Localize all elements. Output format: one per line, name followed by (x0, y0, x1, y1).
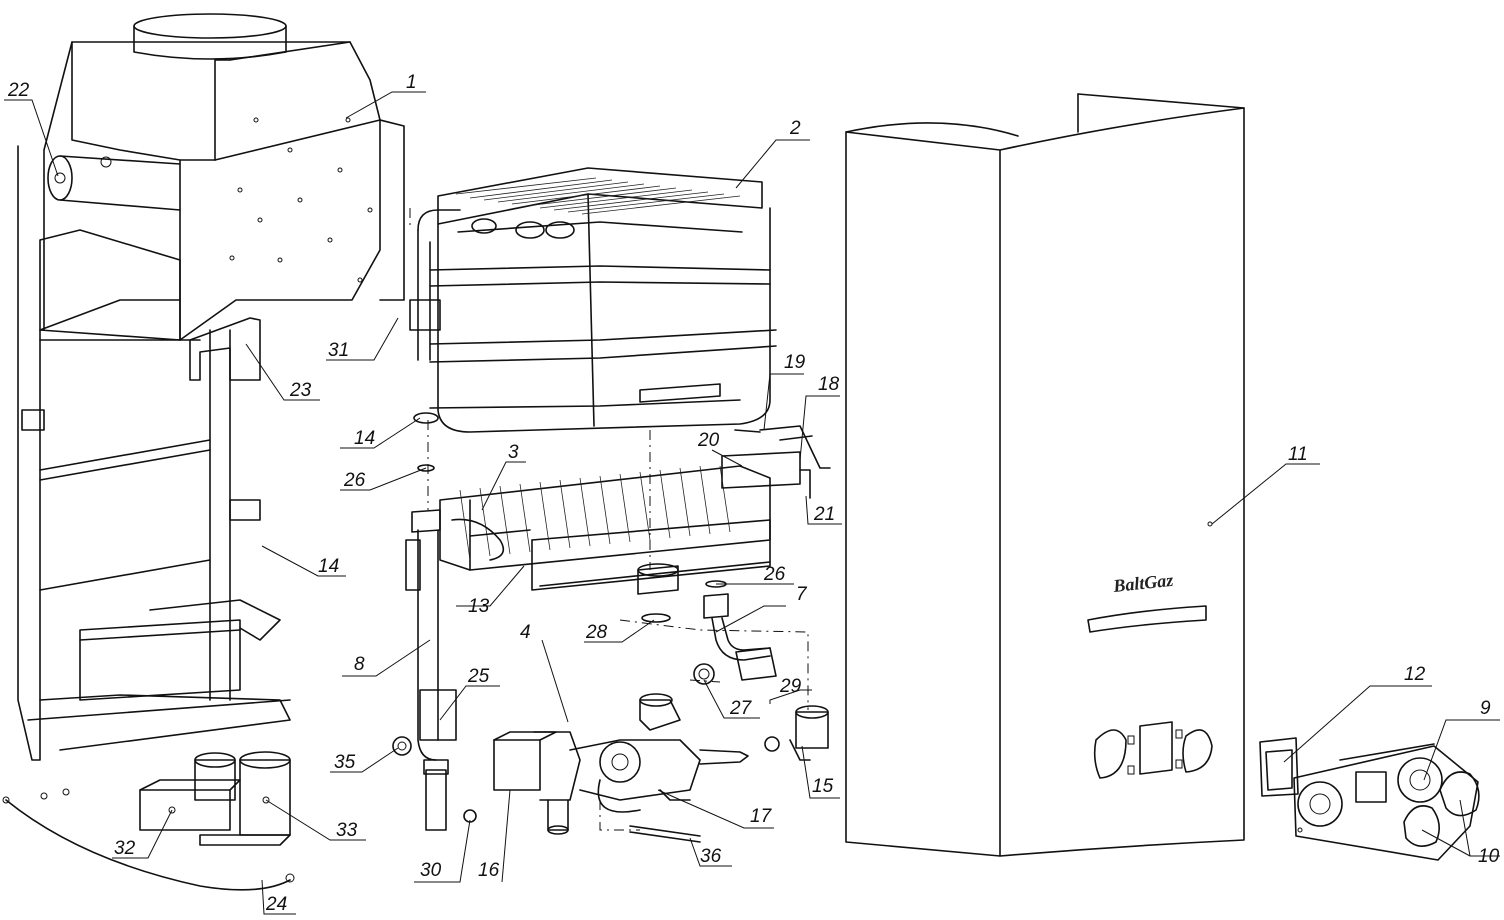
pressure-switch-assembly (139, 751, 291, 846)
part-label-3: 3 (508, 442, 519, 463)
part-label-22: 22 (7, 80, 30, 101)
heat-exchanger (409, 167, 777, 433)
part-label-24: 24 (265, 894, 287, 915)
part-label-36: 36 (700, 846, 722, 867)
part-label-14-top: 14 (354, 428, 375, 449)
part-label-31: 31 (328, 340, 349, 361)
part-label-12: 12 (1404, 664, 1426, 685)
part-label-19: 19 (784, 352, 806, 373)
part-label-28: 28 (585, 622, 608, 643)
part-label-27: 27 (729, 698, 753, 719)
part-label-32: 32 (114, 838, 136, 859)
part-label-13: 13 (468, 596, 490, 617)
part-label-17: 17 (750, 806, 773, 827)
part-label-29: 29 (779, 676, 802, 697)
part-label-30: 30 (420, 860, 442, 881)
control-panel (1259, 737, 1480, 861)
gas-pipe-assembly (637, 563, 829, 761)
small-fittings (392, 736, 477, 823)
part-label-25: 25 (467, 666, 490, 687)
gas-water-valve (493, 663, 749, 843)
part-label-11: 11 (1288, 444, 1308, 465)
brand-logo: BaltGaz (1111, 570, 1174, 596)
part-label-20: 20 (697, 430, 720, 451)
part-label-9: 9 (1480, 698, 1491, 719)
part-label-26-right: 26 (763, 564, 786, 585)
part-label-15: 15 (812, 776, 834, 797)
part-label-2: 2 (789, 118, 801, 139)
part-label-16: 16 (478, 860, 500, 881)
part-label-21: 21 (813, 504, 835, 525)
part-label-7: 7 (796, 584, 808, 605)
part-label-8: 8 (354, 654, 365, 675)
part-label-14-left: 14 (318, 556, 339, 577)
part-label-18: 18 (818, 374, 840, 395)
leader-lines (4, 91, 1500, 915)
part-label-26-left: 26 (343, 470, 366, 491)
part-label-23: 23 (289, 380, 312, 401)
part-label-33: 33 (336, 820, 358, 841)
chassis-frame (2, 13, 405, 804)
assembly-axes (409, 208, 809, 831)
part-label-4: 4 (520, 622, 531, 643)
front-casing: BaltGaz (845, 93, 1245, 857)
water-pipe-assembly (405, 412, 457, 831)
part-label-35: 35 (334, 752, 356, 773)
part-label-10: 10 (1478, 846, 1500, 867)
part-label-1: 1 (406, 72, 417, 93)
part-number-labels: 1 2 3 4 7 8 9 10 11 12 13 14 14 15 16 17… (7, 72, 1500, 915)
burner-assembly (439, 425, 831, 591)
